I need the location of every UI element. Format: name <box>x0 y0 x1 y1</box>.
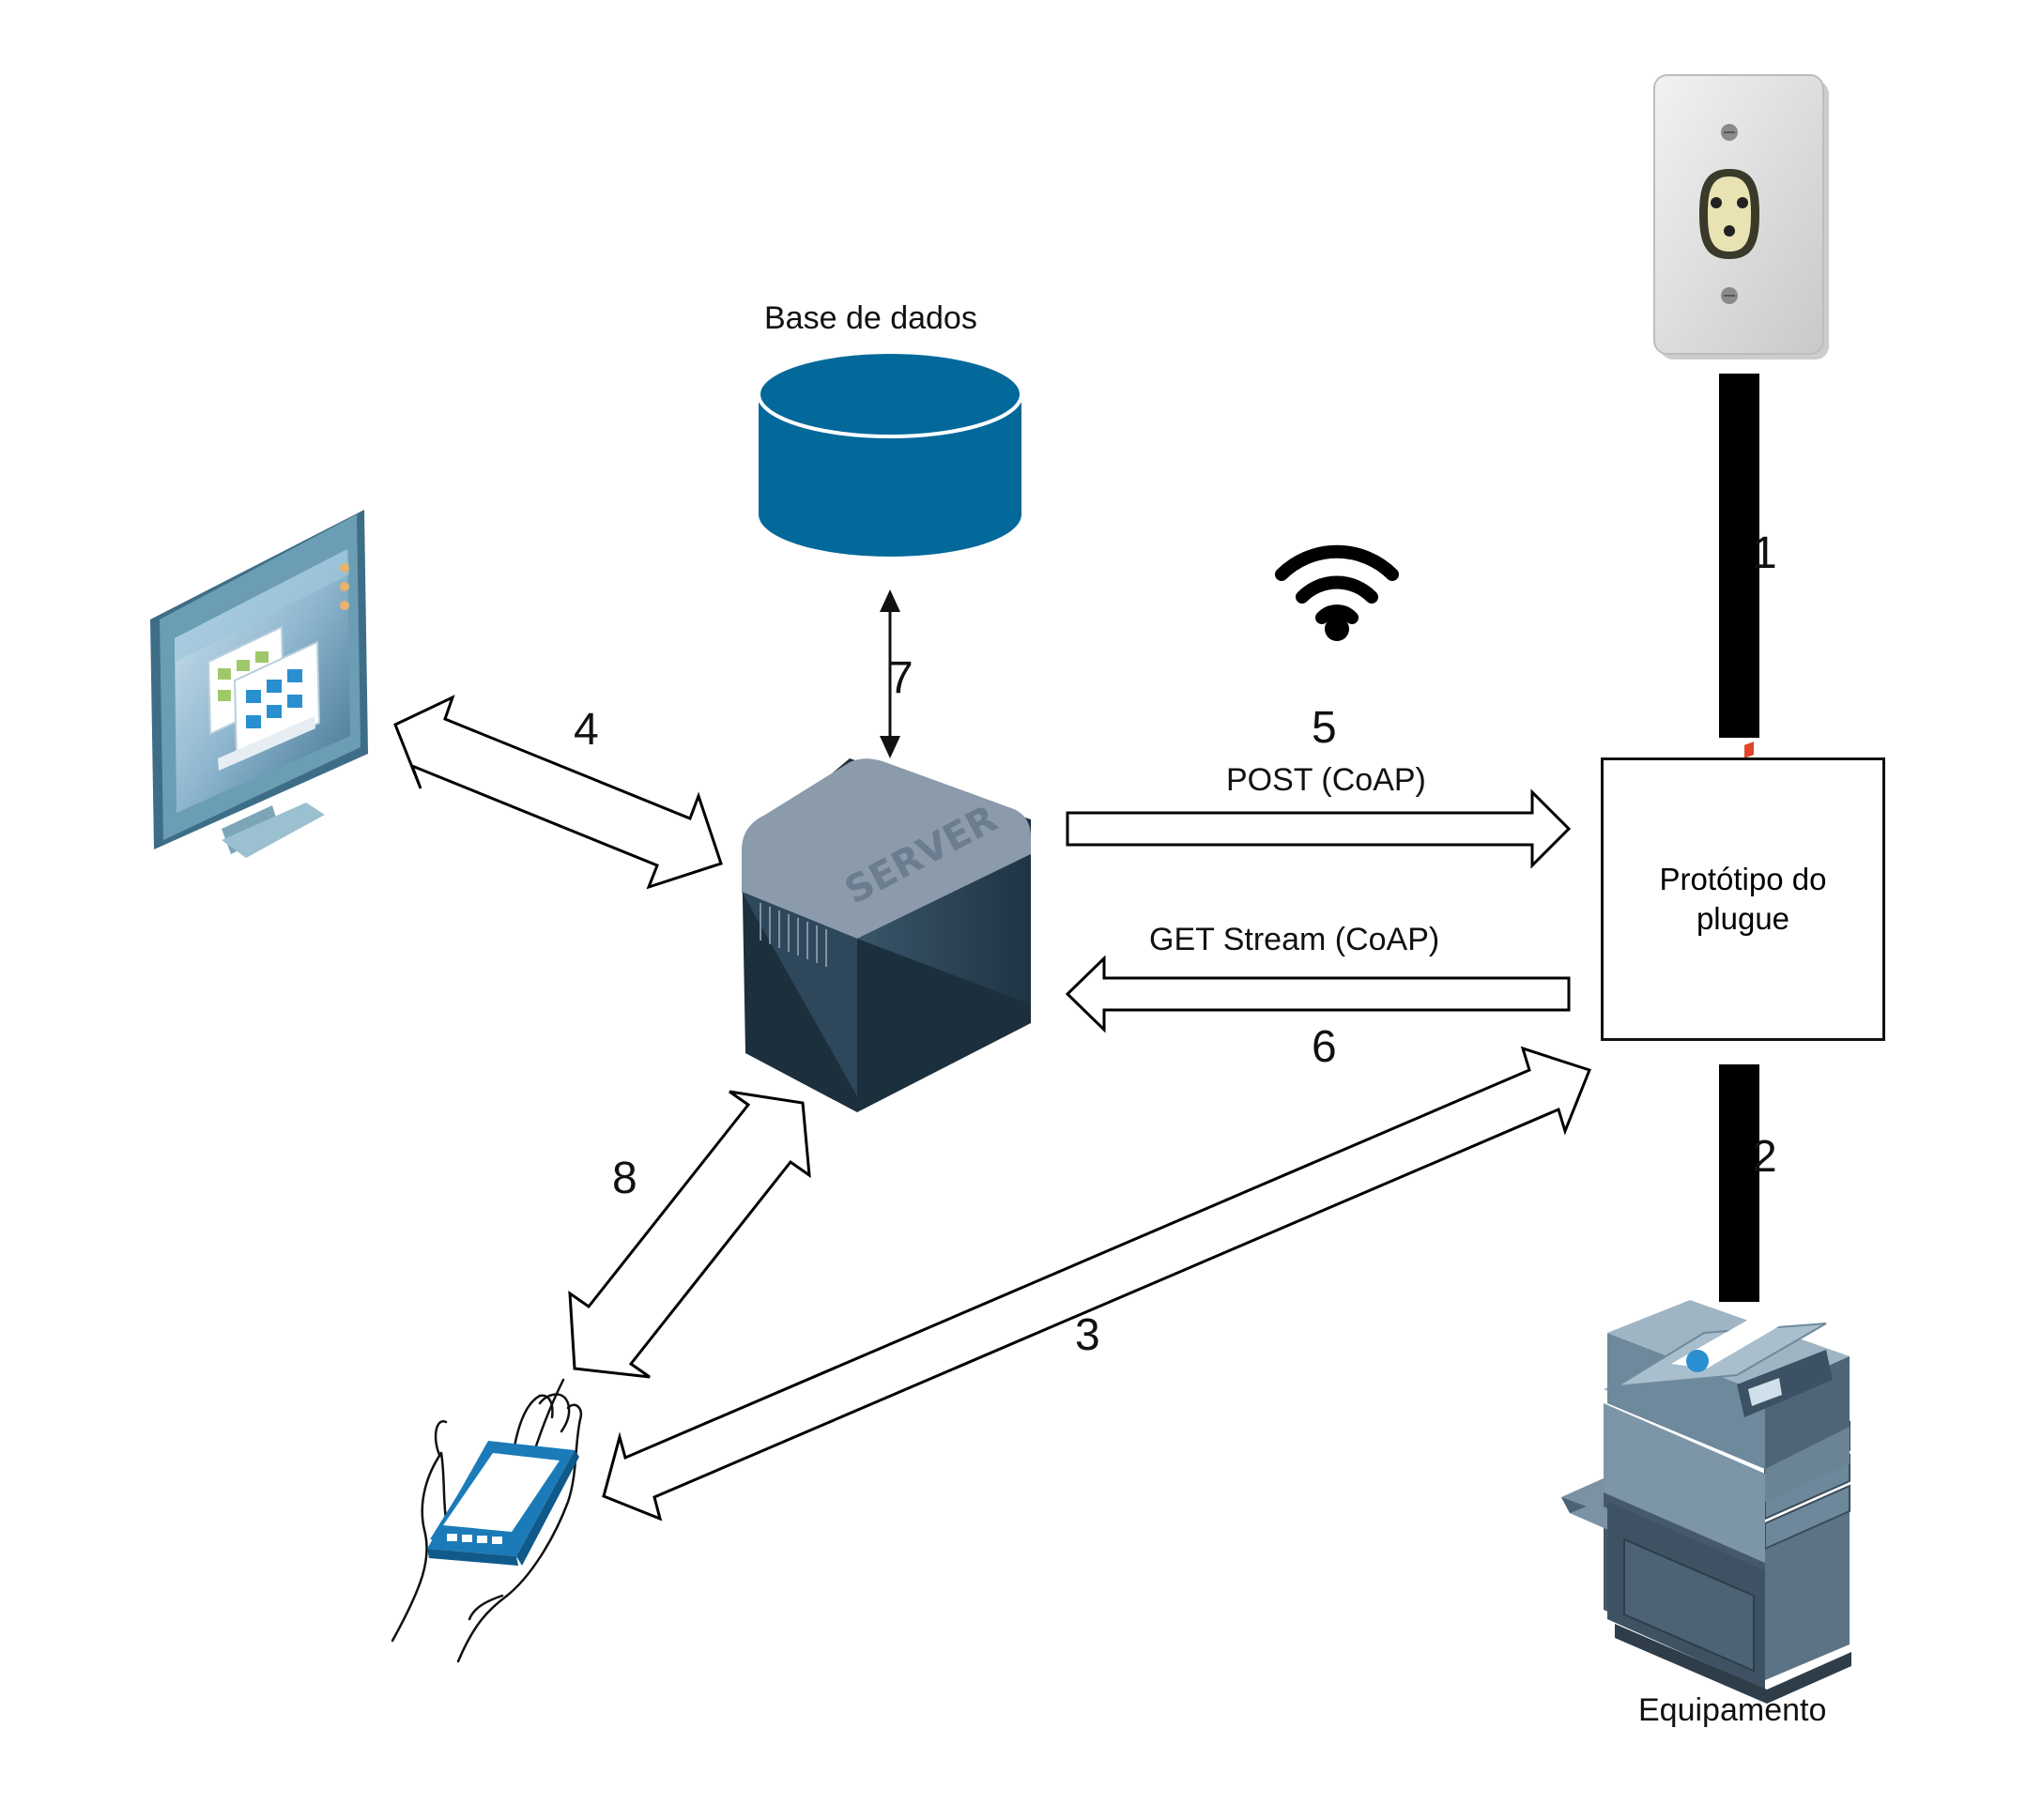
hand-smartphone-icon <box>391 1378 583 1663</box>
arrow-5-post-hollow <box>1066 788 1572 869</box>
arrow-7-head-down <box>880 736 900 758</box>
wifi-dot <box>1325 617 1349 641</box>
step-4-label: 4 <box>574 705 599 755</box>
post-coap-label: POST (CoAP) <box>1226 762 1426 798</box>
arrow-4-hollow <box>393 695 723 890</box>
step-2-label: 2 <box>1752 1132 1777 1182</box>
arrow-7-head-up <box>880 589 900 612</box>
power-line-2 <box>1719 1064 1759 1302</box>
printer-copier-icon <box>1561 742 1851 1704</box>
step-6-label: 6 <box>1312 1022 1337 1072</box>
server-icon: SERVER <box>742 758 1031 1112</box>
arrow-6-get-hollow <box>1065 955 1571 1033</box>
wifi-icon <box>1275 544 1399 624</box>
wall-outlet-icon <box>1653 74 1829 359</box>
step-7-label: 7 <box>888 653 914 703</box>
database-label: Base de dados <box>764 300 977 336</box>
arrow-3-hollow <box>602 1046 1591 1522</box>
database-cylinder-icon <box>757 350 1023 557</box>
desktop-monitor-icon <box>150 510 368 858</box>
step-1-label: 1 <box>1752 528 1777 578</box>
power-line-1 <box>1719 374 1759 738</box>
get-stream-label: GET Stream (CoAP) <box>1149 922 1440 957</box>
equipment-label: Equipamento <box>1638 1692 1827 1728</box>
step-5-label: 5 <box>1312 703 1337 753</box>
step-3-label: 3 <box>1075 1310 1100 1360</box>
prototype-box: Protótipo do plugue <box>1601 757 1885 1041</box>
arrow-8-hollow <box>568 1090 811 1379</box>
prototype-label: Protótipo do plugue <box>1659 862 1827 936</box>
step-8-label: 8 <box>612 1154 637 1203</box>
